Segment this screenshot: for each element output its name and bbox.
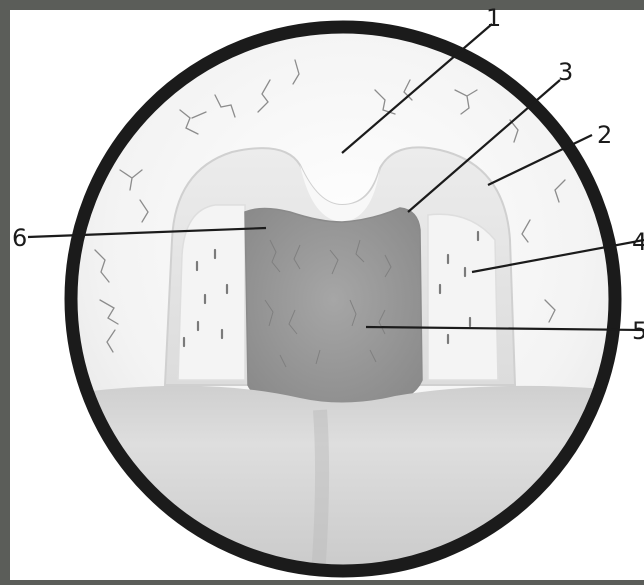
right-pillar [428,214,498,380]
label-6: 6 [12,224,27,252]
label-1: 1 [486,4,501,32]
label-2: 2 [597,121,612,149]
label-4: 4 [632,228,644,256]
label-5: 5 [632,317,644,345]
label-3: 3 [558,58,573,86]
tongue-midline [318,410,322,575]
